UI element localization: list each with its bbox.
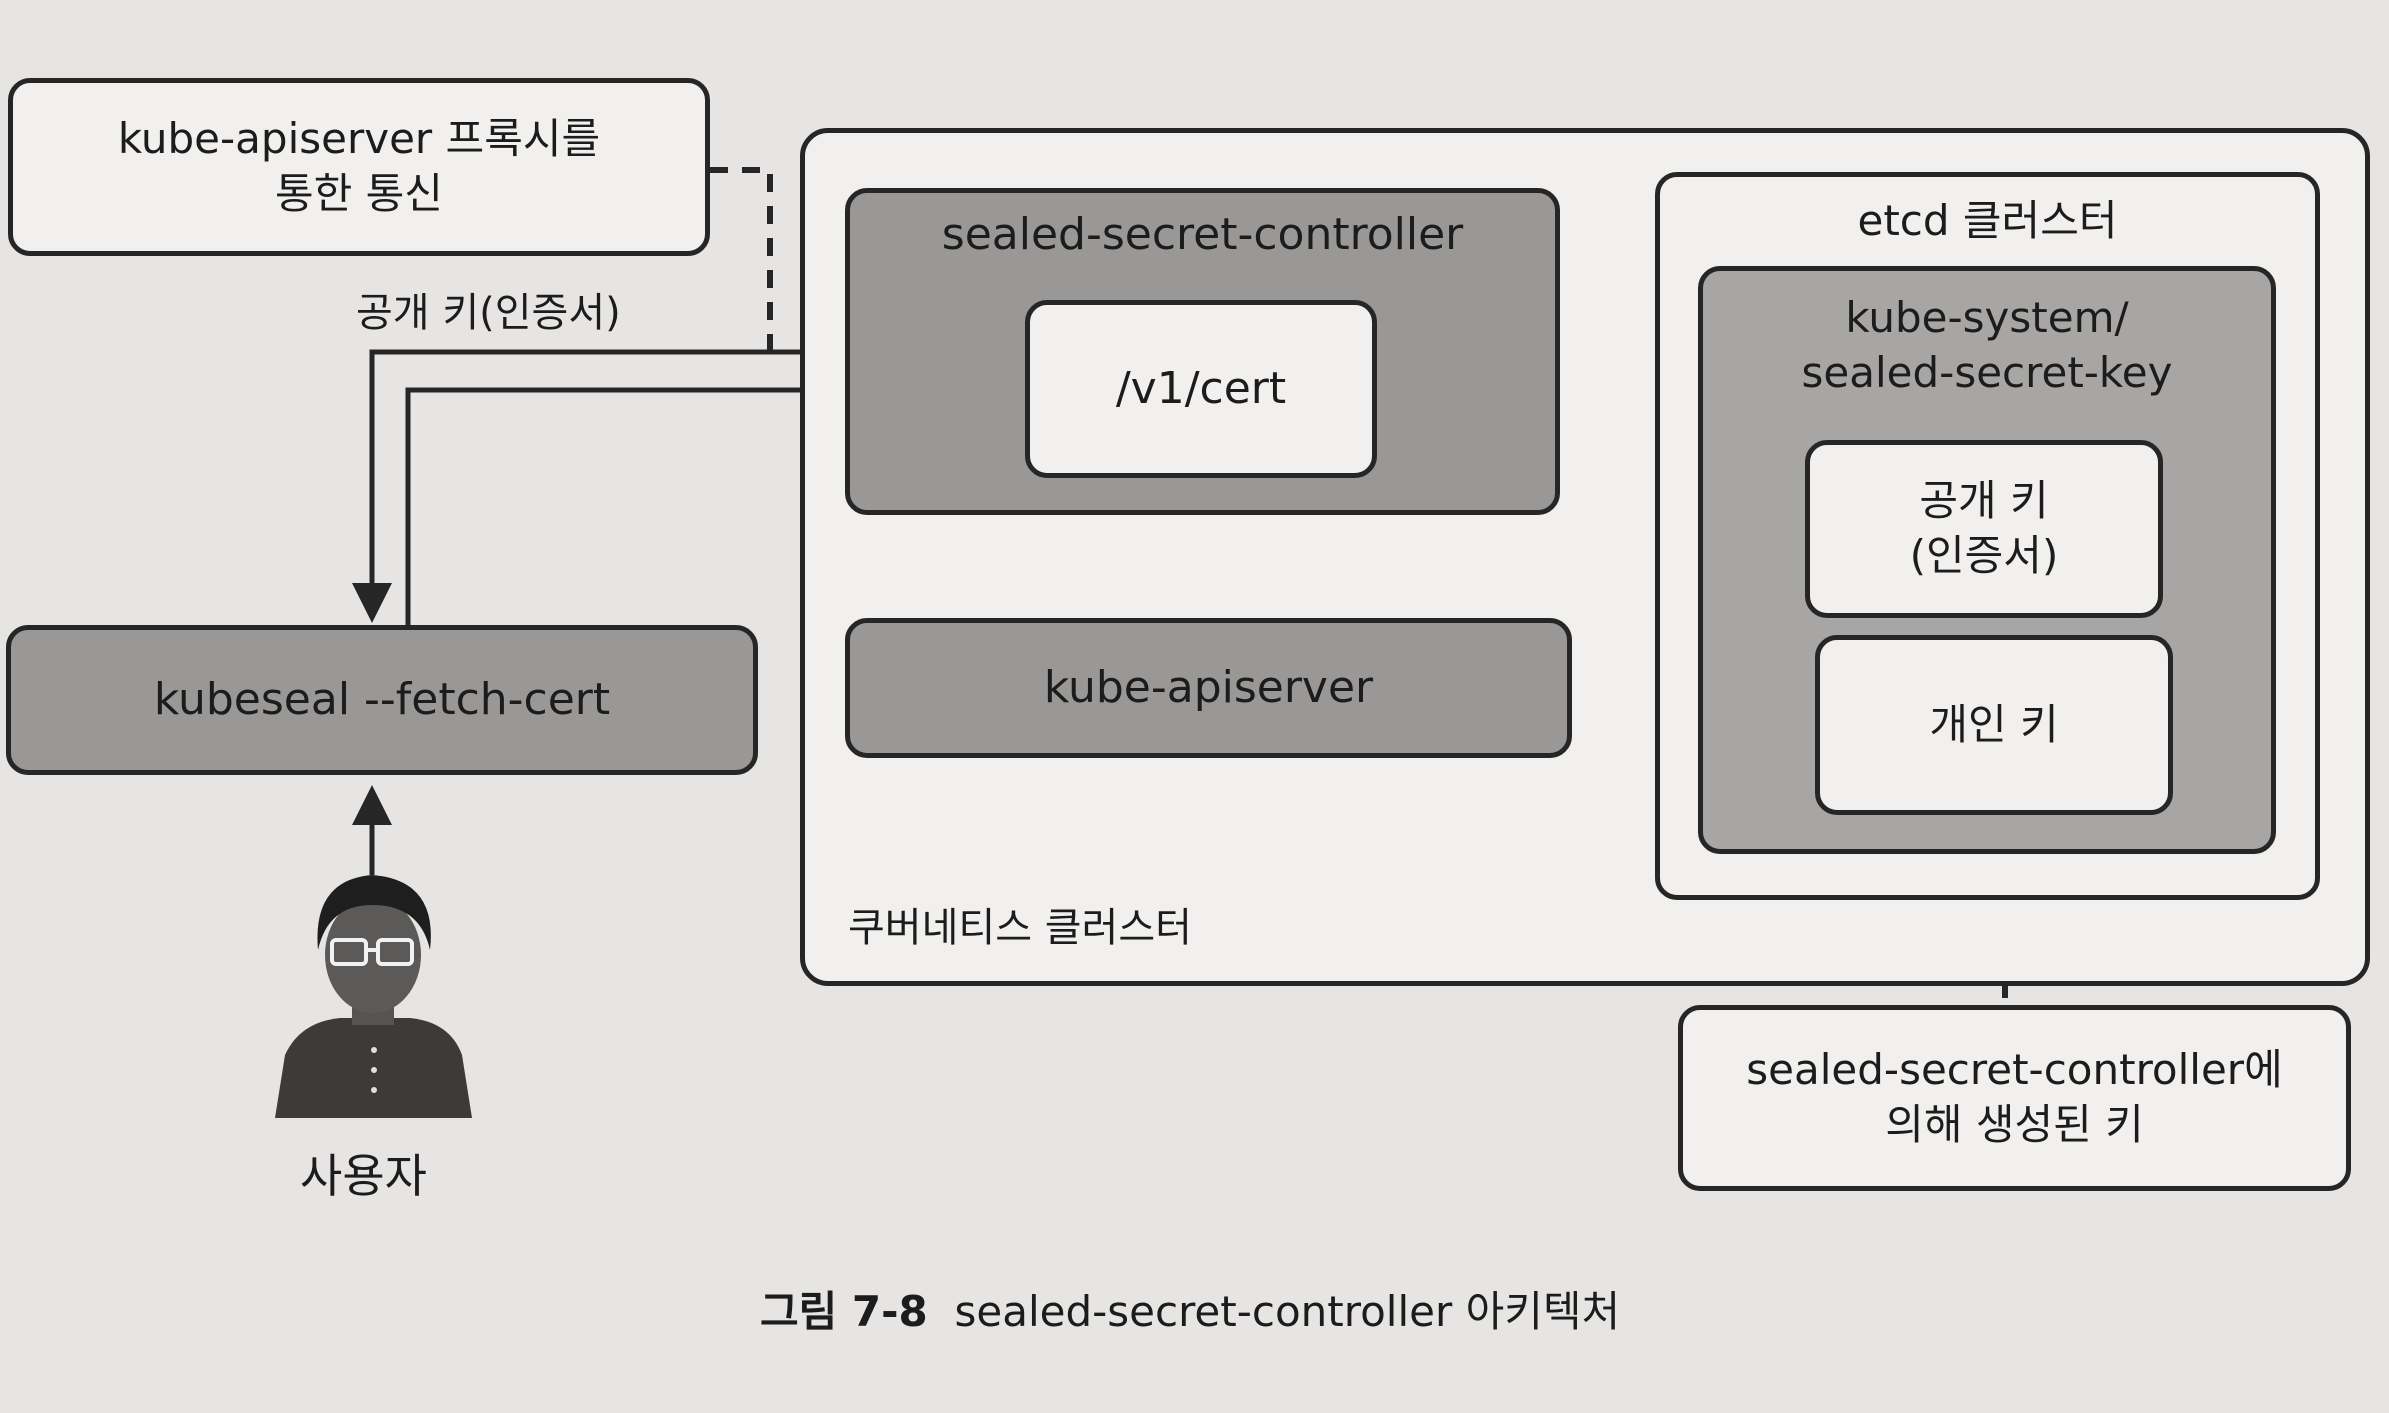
cert-endpoint-label: /v1/cert bbox=[1115, 363, 1287, 415]
proxy-note-box: kube-apiserver 프록시를 통한 통신 bbox=[8, 78, 710, 256]
proxy-note-text: kube-apiserver 프록시를 통한 통신 bbox=[117, 114, 601, 218]
user-label: 사용자 bbox=[300, 1149, 427, 1203]
controller-title: sealed-secret-controller bbox=[941, 209, 1464, 261]
public-key-cert-label: 공개 키(인증서) bbox=[356, 290, 621, 336]
figure-title: sealed-secret-controller 아키텍처 bbox=[954, 1287, 1621, 1336]
kubeseal-command: kubeseal --fetch-cert bbox=[153, 674, 611, 726]
kubeseal-box: kubeseal --fetch-cert bbox=[6, 625, 758, 775]
public-key-label: 공개 키 (인증서) bbox=[1909, 476, 2059, 580]
kubernetes-cluster-label: 쿠버네티스 클러스터 bbox=[848, 905, 1192, 951]
user-avatar-icon bbox=[275, 875, 472, 1118]
etcd-cluster-title: etcd 클러스터 bbox=[1857, 195, 2118, 245]
proxy-dashed-link bbox=[710, 167, 773, 355]
generated-key-note-text: sealed-secret-controller에 의해 생성된 키 bbox=[1746, 1045, 2283, 1149]
apiserver-box: kube-apiserver bbox=[845, 618, 1572, 758]
apiserver-label: kube-apiserver bbox=[1043, 662, 1374, 714]
private-key-label: 개인 키 bbox=[1929, 699, 2059, 749]
cert-return-arrow bbox=[352, 349, 845, 623]
figure-caption: 그림 7-8 sealed-secret-controller 아키텍처 bbox=[760, 1278, 1620, 1339]
figure-number: 그림 7-8 bbox=[760, 1287, 928, 1336]
sealed-secret-key-name: kube-system/ sealed-secret-key bbox=[1801, 293, 2173, 397]
public-key-box: 공개 키 (인증서) bbox=[1805, 440, 2163, 618]
cert-endpoint-box: /v1/cert bbox=[1025, 300, 1377, 478]
generated-key-note-box: sealed-secret-controller에 의해 생성된 키 bbox=[1678, 1005, 2351, 1191]
private-key-box: 개인 키 bbox=[1815, 635, 2173, 815]
